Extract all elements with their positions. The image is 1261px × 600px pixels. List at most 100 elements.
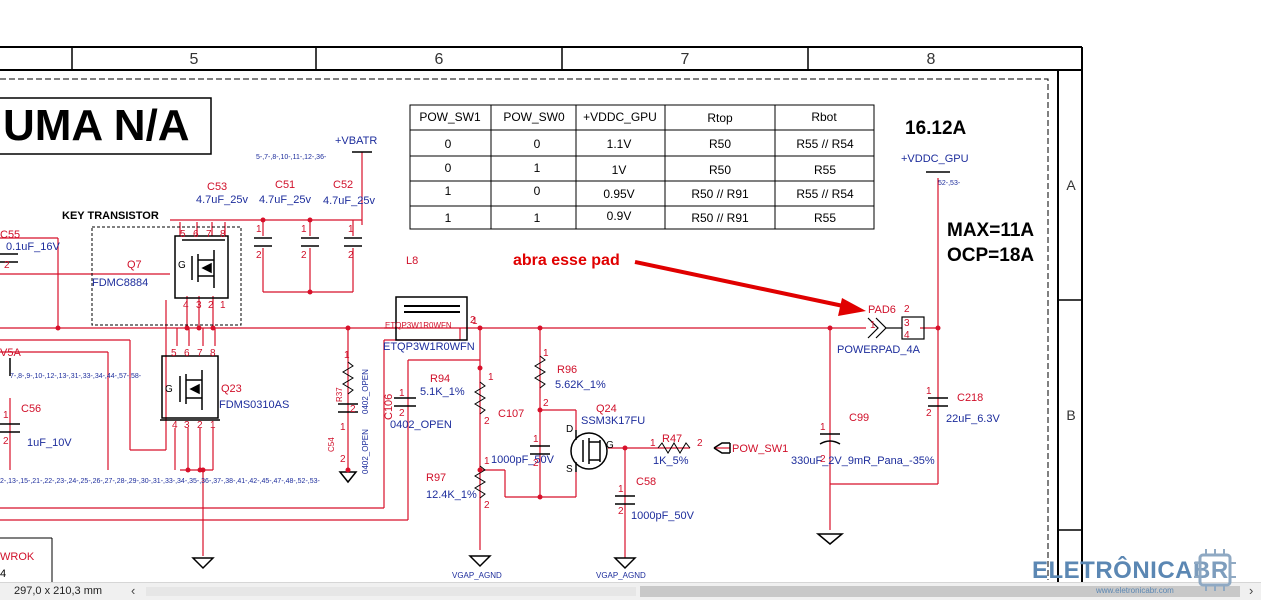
- current-rating: 16.12A: [905, 118, 967, 139]
- table-cell: 1: [534, 161, 541, 175]
- status-bar: 297,0 x 210,3 mm ‹ ›: [0, 582, 1261, 600]
- c218-value: 22uF_6.3V: [946, 413, 1000, 425]
- sheet-frame: [0, 46, 1083, 582]
- svg-text:1: 1: [256, 224, 262, 235]
- svg-text:G: G: [165, 384, 173, 395]
- q24-mosfet: [570, 430, 608, 472]
- l8-inner-label: ETQP3W1R0WFN: [385, 321, 452, 330]
- q7-mosfet: [174, 235, 229, 299]
- svg-text:1: 1: [618, 484, 624, 495]
- table-cell: 1: [445, 211, 452, 225]
- scrollbar-track[interactable]: [146, 587, 636, 596]
- vgap-agnd-label: VGAP_AGND: [596, 571, 646, 580]
- svg-text:7: 7: [206, 229, 212, 240]
- r94-ref: R94: [430, 373, 450, 385]
- scrollbar-thumb[interactable]: [640, 586, 1240, 597]
- c53-value: 4.7uF_25v: [196, 194, 248, 206]
- r47-value: 1K_5%: [653, 455, 689, 467]
- c53-ref: C53: [207, 181, 227, 193]
- scroll-right-button[interactable]: ›: [1249, 583, 1254, 598]
- svg-text:1: 1: [210, 420, 216, 431]
- c54-value: 0402_OPEN: [361, 429, 370, 474]
- table-header: +VDDC_GPU: [583, 110, 657, 124]
- c55-ref: C55: [0, 229, 20, 241]
- svg-text:4: 4: [172, 420, 178, 431]
- c51-ref: C51: [275, 179, 295, 191]
- svg-text:3: 3: [904, 318, 910, 329]
- key-transistor-box: [91, 226, 242, 326]
- svg-text:2: 2: [350, 404, 356, 415]
- r97-ref: R97: [426, 472, 446, 484]
- vddc-page-refs: 52-,53-: [938, 180, 961, 187]
- svg-text:1: 1: [488, 372, 494, 383]
- svg-text:2: 2: [256, 250, 262, 261]
- table-cell: R50 // R91: [691, 211, 749, 225]
- q24-ref: Q24: [596, 403, 617, 415]
- table-cell: 1V: [612, 163, 627, 177]
- schematic-sheet: 5 6 7 8 A B UMA N/A POW_SW1 POW_SW0 +VDD…: [0, 46, 1083, 582]
- q24-value: SSM3K17FU: [581, 415, 645, 427]
- svg-text:S: S: [566, 464, 573, 475]
- pow-sw1-net: POW_SW1: [732, 443, 788, 455]
- svg-text:2: 2: [399, 408, 405, 419]
- svg-text:1: 1: [543, 348, 549, 359]
- svg-text:3: 3: [196, 300, 202, 311]
- svg-text:5: 5: [171, 348, 177, 359]
- q7-ref: Q7: [127, 259, 142, 271]
- c55-value: 0.1uF_16V: [6, 241, 60, 253]
- table-header: POW_SW1: [419, 110, 481, 124]
- table-cell: 1: [445, 184, 452, 198]
- svg-text:1: 1: [820, 422, 826, 433]
- svg-text:1: 1: [926, 386, 932, 397]
- capacitor-symbols: [0, 236, 948, 505]
- table-cell: 0: [534, 184, 541, 198]
- l8-ref: L8: [406, 255, 418, 267]
- chip-icon: [1194, 549, 1236, 591]
- svg-text:2: 2: [208, 300, 214, 311]
- scroll-left-button[interactable]: ‹: [131, 583, 136, 598]
- table-cell: R55: [814, 163, 836, 177]
- svg-text:6: 6: [193, 229, 199, 240]
- c51-value: 4.7uF_25v: [259, 194, 311, 206]
- svg-text:8: 8: [220, 229, 226, 240]
- svg-text:2: 2: [618, 506, 624, 517]
- svg-text:2: 2: [197, 420, 203, 431]
- table-cell: 0: [534, 137, 541, 151]
- svg-text:4: 4: [904, 330, 910, 341]
- svg-text:2: 2: [301, 250, 307, 261]
- c99-ref: C99: [849, 412, 869, 424]
- table-cell: 1: [534, 211, 541, 225]
- junction-dots: [55, 217, 941, 500]
- r96-ref: R96: [557, 364, 577, 376]
- l8-inductor: [395, 296, 468, 341]
- r97-value: 12.4K_1%: [426, 489, 477, 501]
- max-current: MAX=11A: [947, 220, 1034, 241]
- c52-value: 4.7uF_25v: [323, 195, 375, 207]
- c52-ref: C52: [333, 179, 353, 191]
- svg-text:1: 1: [344, 350, 350, 361]
- q23-mosfet: [160, 355, 220, 421]
- voltage-table: POW_SW1 POW_SW0 +VDDC_GPU Rtop Rbot 0 0 …: [409, 104, 875, 230]
- row-label: A: [1066, 177, 1076, 193]
- svg-text:1: 1: [340, 422, 346, 433]
- q23-value: FDMS0310AS: [219, 399, 289, 411]
- svg-text:1: 1: [484, 456, 490, 467]
- annotation-arrow: [634, 260, 866, 316]
- pad6-ref: PAD6: [868, 304, 896, 316]
- title-box: UMA N/A: [0, 97, 212, 155]
- bottom-page-refs: 2-,13-,15-,21-,22-,23-,24-,25-,26-,27-,2…: [0, 478, 321, 485]
- table-cell: 0: [445, 161, 452, 175]
- page-title: UMA N/A: [3, 101, 190, 150]
- table-cell: R55 // R54: [796, 187, 854, 201]
- c99-value: 330uF_2V_9mR_Pana_-35%: [791, 455, 935, 467]
- key-transistor-label: KEY TRANSISTOR: [62, 210, 159, 222]
- page-size-readout: 297,0 x 210,3 mm: [14, 585, 103, 597]
- svg-text:2: 2: [3, 436, 9, 447]
- v5a-rail: V5A: [0, 347, 21, 359]
- table-cell: R50: [709, 163, 731, 177]
- watermark-url: www.eletronicabr.com: [1096, 586, 1174, 595]
- svg-text:5: 5: [180, 229, 186, 240]
- r37-ref: R37: [335, 387, 344, 402]
- column-label: 8: [927, 51, 936, 68]
- r47-ref: R47: [662, 433, 682, 445]
